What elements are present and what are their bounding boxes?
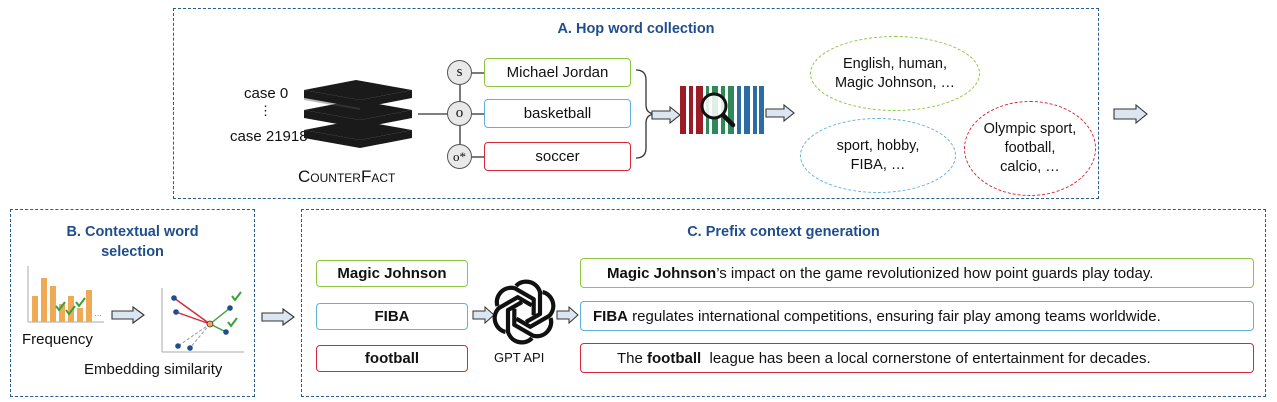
object-hop-line: sport, hobby, — [836, 137, 920, 154]
panel-b-title-line2: selection — [101, 244, 164, 260]
new-object-hop-line: football, — [1004, 140, 1056, 156]
sentence-box-subject: Magic Johnson ’s impact on the game revo… — [580, 258, 1254, 288]
panel-hop-word-collection: A. Hop word collection — [173, 8, 1099, 199]
case-first-label: case 0 — [244, 85, 289, 102]
embedding-similarity-label: Embedding similarity — [84, 361, 223, 378]
new-object-node-circle: o* — [447, 144, 472, 169]
sentence-rest: regulates international competitions, en… — [628, 307, 1161, 325]
sentence-keyword: Magic Johnson — [607, 264, 717, 282]
frequency-bar-icon: … — [27, 266, 104, 323]
arrow-frequency-to-embedding — [111, 305, 145, 325]
sentence-box-object: FIBA regulates international competition… — [580, 301, 1254, 331]
sentence-rest: ’s impact on the game revolutionized how… — [716, 264, 1154, 282]
case-last-label: case 21918 — [230, 128, 308, 145]
dataset-label: CounterFact — [298, 167, 396, 186]
object-hop-set: sport, hobby, FIBA, … — [800, 118, 956, 193]
subject-box: Michael Jordan — [484, 58, 631, 87]
object-node-circle: o — [447, 101, 472, 126]
object-hop-line: FIBA, … — [850, 156, 906, 173]
gpt-api-label: GPT API — [494, 350, 545, 365]
arrow-gpt-to-sentences — [556, 305, 579, 325]
case-dots: ⋮ — [259, 103, 272, 118]
subject-node-circle: s — [447, 60, 472, 85]
new-object-hop-set: Olympic sport, football, calcio, … — [964, 101, 1096, 196]
arrow-panel-a-out — [1113, 103, 1148, 125]
keyword-box-object: FIBA — [316, 303, 468, 330]
wikidata-search-icon — [680, 86, 764, 134]
arrow-panel-b-to-c — [261, 307, 295, 327]
keyword-box-subject: Magic Johnson — [316, 260, 468, 287]
new-object-hop-line: Olympic sport, — [983, 121, 1077, 137]
subject-hop-line: Magic Johnson, … — [834, 74, 956, 91]
panel-a-title: A. Hop word collection — [557, 21, 715, 37]
embedding-similarity-icon — [161, 288, 244, 353]
arrow-to-hop-sets — [765, 103, 795, 123]
sentence-keyword: football — [647, 349, 702, 367]
sentence-rest: league has been a local cornerstone of e… — [701, 349, 1151, 367]
arrow-to-knowledge-icon — [651, 105, 681, 125]
frequency-label: Frequency — [22, 331, 93, 348]
new-object-box: soccer — [484, 142, 631, 171]
svg-text:…: … — [94, 309, 102, 318]
dataset-stack-icon — [304, 80, 412, 148]
sentence-prefix: The — [617, 349, 648, 367]
panel-prefix-context-generation: C. Prefix context generation — [301, 209, 1266, 397]
panel-contextual-word-selection: B. Contextual word selection — [10, 209, 255, 397]
new-object-hop-line: calcio, … — [1000, 159, 1060, 175]
arrow-keywords-to-gpt — [472, 305, 495, 325]
sentence-box-new-object: The football league has been a local cor… — [580, 343, 1254, 373]
object-box: basketball — [484, 99, 631, 128]
keyword-box-new-object: football — [316, 345, 468, 372]
sentence-keyword: FIBA — [593, 307, 628, 325]
panel-b-title-line1: B. Contextual word — [66, 224, 199, 240]
subject-hop-line: English, human, — [843, 55, 947, 72]
subject-hop-set: English, human, Magic Johnson, … — [810, 36, 980, 111]
panel-c-title: C. Prefix context generation — [687, 224, 880, 240]
openai-logo-icon — [492, 279, 556, 345]
